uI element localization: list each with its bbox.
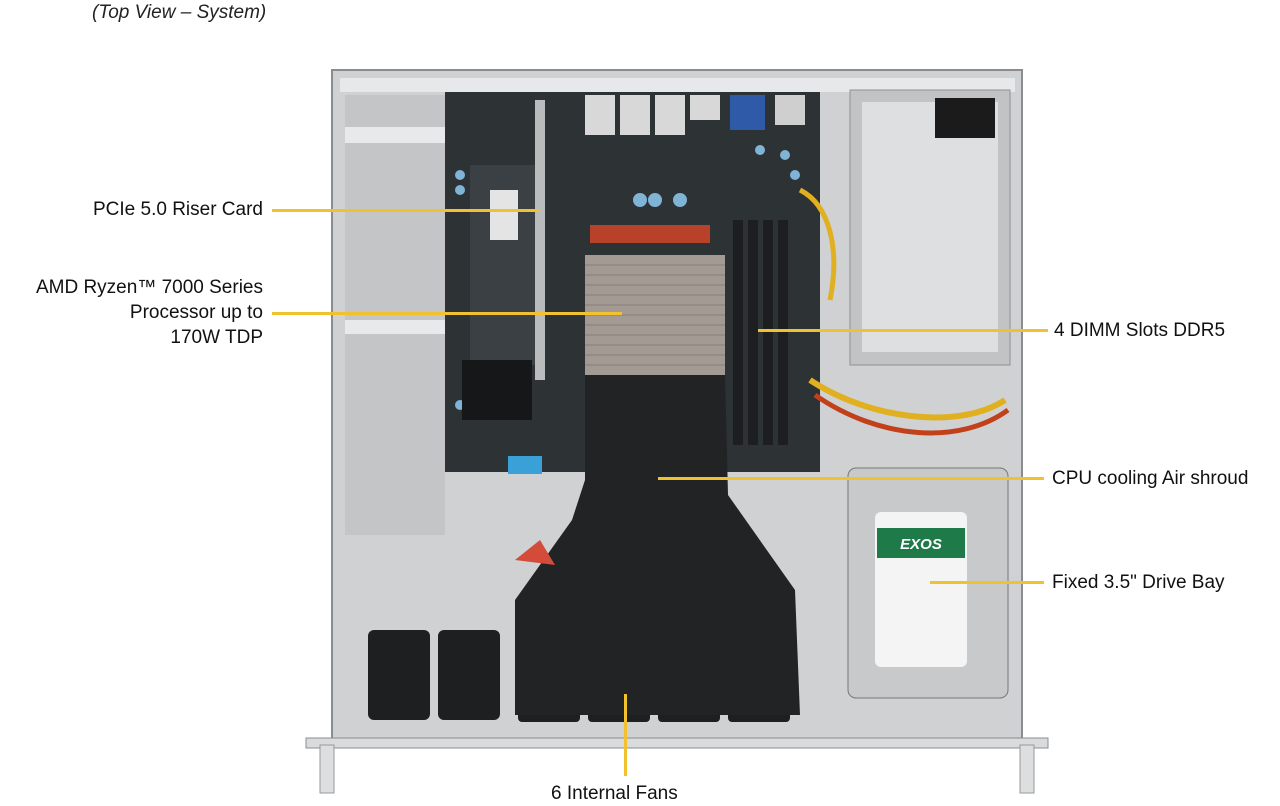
- serial-port: [730, 95, 765, 130]
- callout-air-shroud: CPU cooling Air shroud: [1052, 468, 1249, 489]
- callout-dimm-slots: 4 DIMM Slots DDR5: [1054, 320, 1226, 341]
- chipset-heatsink: [462, 360, 532, 420]
- dimm-slots: [733, 220, 788, 445]
- callout-internal-fans: 6 Internal Fans: [551, 783, 678, 804]
- capacitors: [455, 145, 800, 410]
- leader-line-cpu: [272, 312, 622, 315]
- figure-caption: (Top View – System): [92, 2, 267, 23]
- callout-cpu-line1: AMD Ryzen™ 7000 Series: [35, 277, 263, 298]
- chassis-floor-left: [345, 95, 445, 535]
- rear-io-port: [655, 95, 685, 135]
- leader-line-dimm: [758, 329, 1048, 332]
- mount-ear-right: [1019, 744, 1035, 794]
- rear-io-port: [775, 95, 805, 125]
- psu-label: [862, 102, 998, 352]
- leader-line-fans: [624, 694, 627, 776]
- leader-line-shroud: [658, 477, 1044, 480]
- callout-cpu-line2: Processor up to: [129, 302, 263, 323]
- callout-riser-card: PCIe 5.0 Riser Card: [92, 199, 263, 220]
- cpu-air-shroud: [515, 375, 800, 715]
- heatsink-fins: [585, 264, 725, 366]
- chassis-front-lip: [305, 737, 1049, 749]
- mount-ear-left: [319, 744, 335, 794]
- leader-line-drive: [930, 581, 1044, 584]
- callout-cpu-line3: 170W TDP: [170, 327, 263, 348]
- drive-brand-text: EXOS: [900, 536, 942, 553]
- sata-cable: [515, 540, 555, 565]
- callout-drive-bay: Fixed 3.5" Drive Bay: [1052, 572, 1225, 593]
- drive-brand-band: [877, 528, 965, 558]
- psu-connector: [935, 98, 995, 138]
- rear-io-port: [585, 95, 615, 135]
- leader-line-riser: [272, 209, 540, 212]
- rear-panel: [340, 78, 1015, 92]
- m2-drive: [490, 190, 518, 240]
- riser-bracket: [535, 100, 545, 380]
- power-cables: [808, 377, 1007, 421]
- rear-io-port: [690, 95, 720, 120]
- rear-io-port: [620, 95, 650, 135]
- vrm-chokes: [590, 225, 710, 243]
- sata-connector: [508, 456, 542, 474]
